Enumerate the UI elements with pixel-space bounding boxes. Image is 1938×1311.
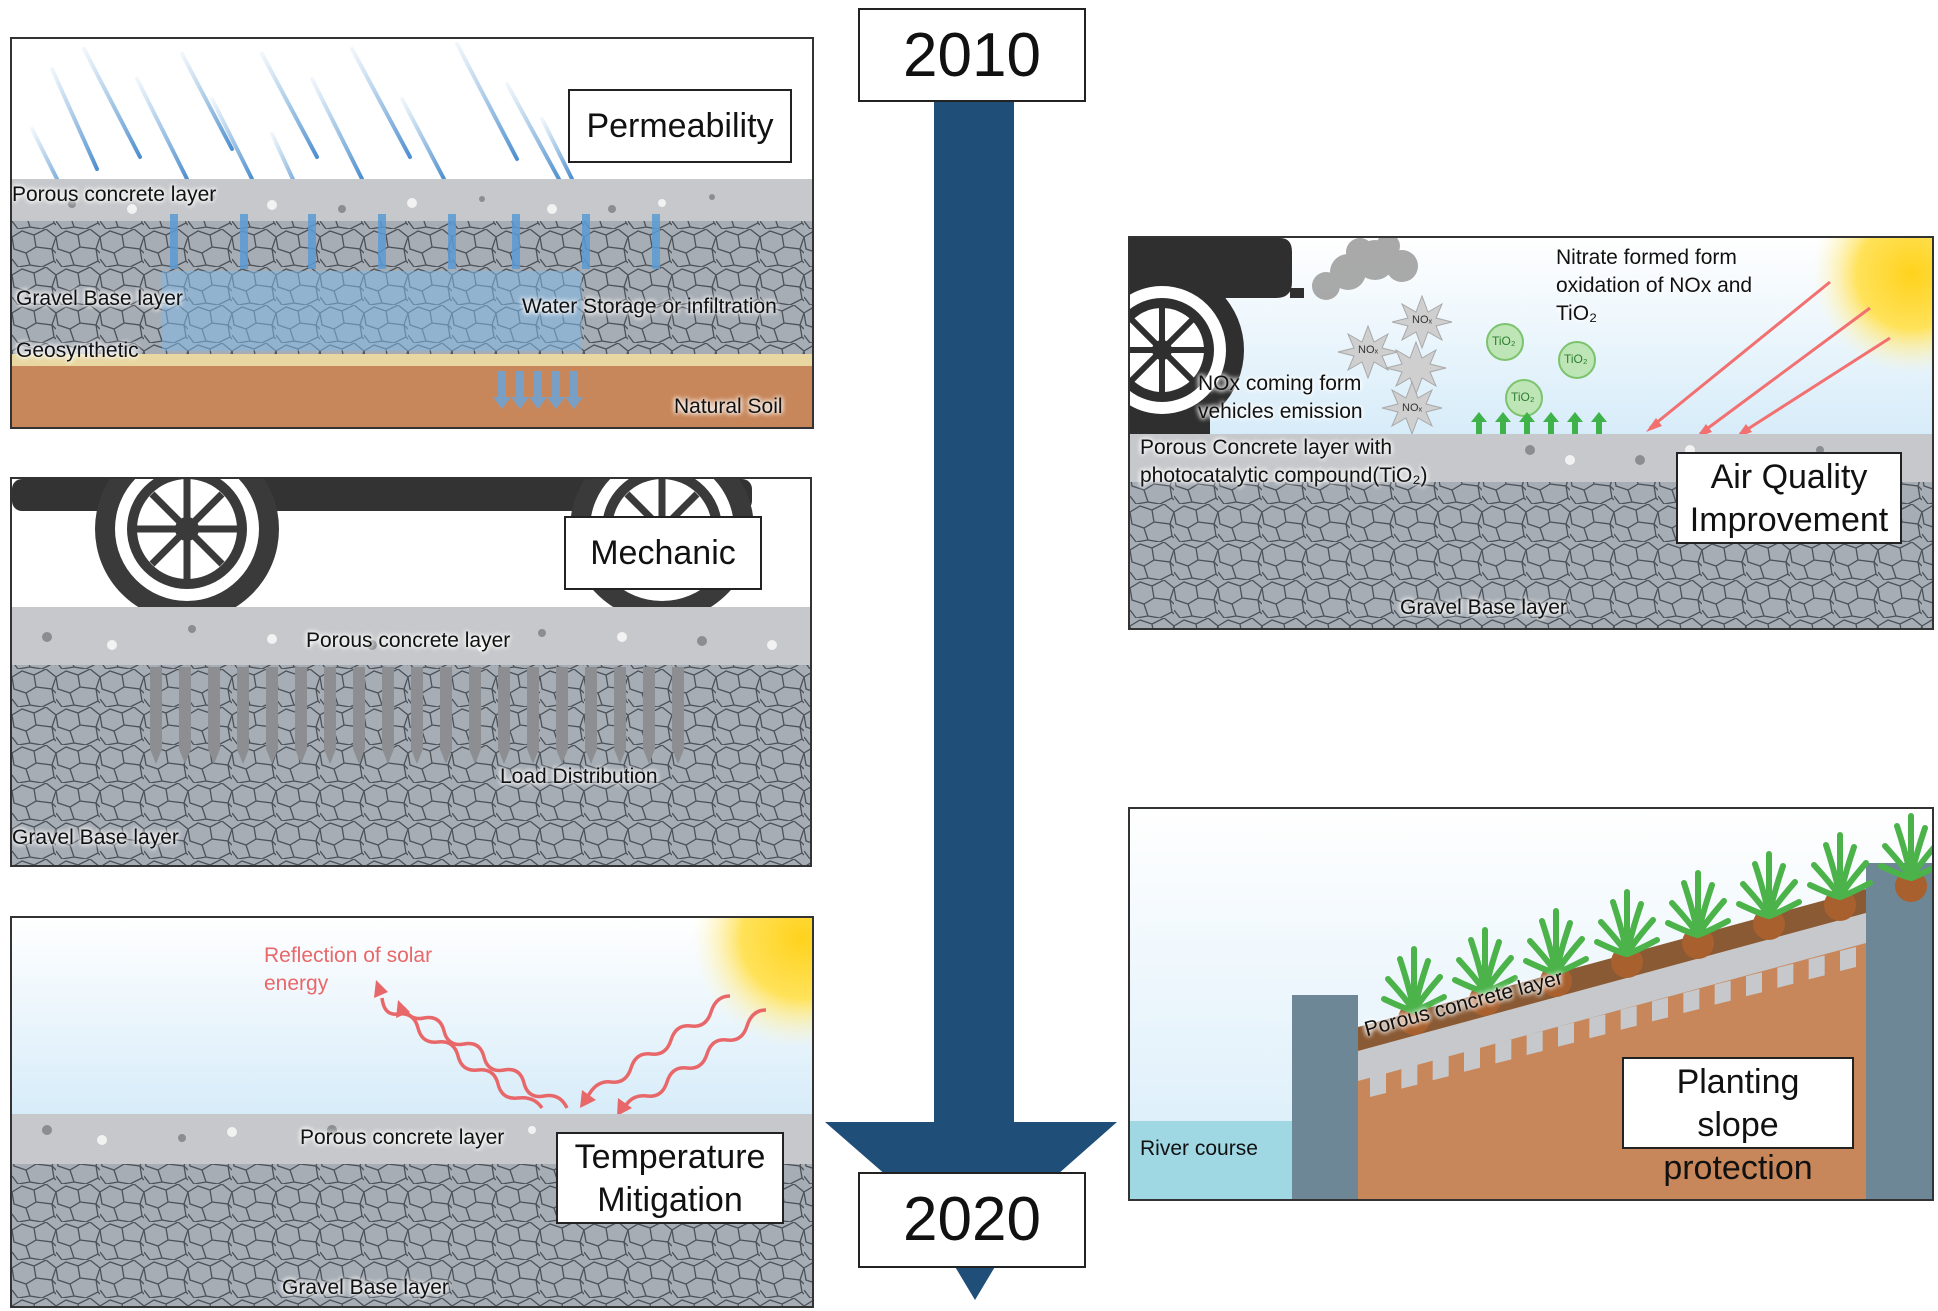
concrete-tooth — [1746, 972, 1762, 997]
load-spike — [556, 667, 568, 764]
mechanic-load-label: Load Distribution — [500, 765, 658, 788]
air-quality-title: Air Quality Improvement — [1676, 452, 1902, 544]
nox-particle-1: NOₓ — [1358, 344, 1379, 356]
mechanic-title-text: Mechanic — [590, 534, 736, 572]
permeability-water-label: Water Storage or infiltration — [522, 295, 777, 318]
load-spike — [411, 667, 423, 764]
load-spike — [614, 667, 626, 764]
mechanic-panel: Mechanic Porous concrete layer Load Dist… — [10, 477, 812, 867]
nox-label-line1: NOx coming form — [1198, 372, 1362, 395]
air-quality-panel: NOₓ NOₓ NOₓ TiO₂ TiO₂ TiO₂ Nitrate forme… — [1128, 236, 1934, 630]
permeability-gravel-label: Gravel Base layer — [16, 287, 183, 310]
load-spike — [324, 667, 336, 764]
concrete-tooth — [1495, 1039, 1512, 1064]
plant — [1665, 870, 1731, 959]
end-year: 2020 — [903, 1185, 1041, 1254]
load-spike — [382, 667, 394, 764]
permeability-soil-label: Natural Soil — [674, 395, 783, 418]
concrete-tooth — [1777, 963, 1794, 988]
load-spike — [179, 667, 191, 764]
nitrate-label-line1: Nitrate formed form — [1556, 246, 1737, 269]
reflection-label-line2: energy — [264, 972, 329, 995]
planting-title-line2: protection — [1663, 1149, 1813, 1187]
load-spike — [527, 667, 539, 764]
air-porous-label-line1: Porous Concrete layer with — [1140, 436, 1393, 459]
load-spike — [208, 667, 220, 764]
concrete-tooth — [1589, 1014, 1606, 1039]
reflection-label-line1: Reflection of solar — [264, 944, 433, 967]
end-year-box: 2020 — [858, 1172, 1086, 1268]
plant — [1878, 813, 1932, 902]
concrete-tooth — [1432, 1056, 1449, 1081]
permeability-title-text: Permeability — [586, 107, 774, 145]
load-spike — [266, 667, 278, 764]
plant — [1594, 889, 1660, 978]
concrete-tooth — [1558, 1022, 1574, 1047]
planting-panel: Porous concrete layer Planting slope pro… — [1128, 807, 1934, 1201]
permeability-title: Permeability — [568, 89, 792, 163]
start-year-box: 2010 — [858, 8, 1086, 102]
permeability-porous-label: Porous concrete layer — [12, 183, 217, 206]
concrete-tooth — [1683, 989, 1700, 1013]
air-quality-title-line1: Air Quality — [1710, 458, 1868, 496]
air-porous-label-line2: photocatalytic compound(TiO₂) — [1140, 464, 1428, 487]
air-quality-title-line2: Improvement — [1689, 501, 1889, 539]
load-spike — [498, 667, 510, 764]
tio2-particle-1: TiO₂ — [1492, 334, 1516, 348]
nox-label-line2: vehicles emission — [1198, 400, 1363, 423]
mechanic-title: Mechanic — [564, 516, 762, 590]
tio2-particle-3: TiO₂ — [1511, 390, 1535, 404]
nitrate-label-line3: TiO₂ — [1556, 302, 1598, 325]
concrete-tooth — [1464, 1047, 1480, 1072]
load-spike — [469, 667, 481, 764]
nox-particle-3: NOₓ — [1402, 402, 1423, 414]
temperature-gravel-label: Gravel Base layer — [282, 1276, 449, 1299]
load-spike — [295, 667, 307, 764]
river-course-label: River course — [1140, 1137, 1258, 1160]
concrete-tooth — [1808, 955, 1825, 980]
temperature-title-line1: Temperature — [574, 1138, 766, 1176]
load-spike — [237, 667, 249, 764]
plant — [1381, 946, 1447, 1035]
concrete-tooth — [1620, 1005, 1637, 1030]
mechanic-porous-label: Porous concrete layer — [306, 629, 511, 652]
temperature-panel: Reflection of solar energy Porous concre… — [10, 916, 814, 1308]
temperature-porous-label: Porous concrete layer — [300, 1126, 505, 1149]
nitrate-label-line2: oxidation of NOx and — [1556, 274, 1753, 297]
mechanic-gravel-label: Gravel Base layer — [12, 826, 179, 849]
start-year: 2010 — [903, 21, 1041, 90]
load-spike — [585, 667, 597, 764]
load-spike — [150, 667, 162, 764]
load-spike — [353, 667, 365, 764]
temperature-title-line2: Mitigation — [597, 1181, 743, 1219]
permeability-geosynthetic-label: Geosynthetic — [16, 339, 139, 362]
plant — [1736, 851, 1802, 940]
load-spike — [643, 667, 655, 764]
concrete-tooth — [1401, 1064, 1418, 1089]
concrete-tooth — [1840, 947, 1856, 971]
air-gravel-label: Gravel Base layer — [1400, 596, 1567, 619]
planting-title: Planting slope protection — [1622, 1057, 1854, 1187]
plant — [1523, 908, 1589, 997]
planting-title-line1: Planting slope — [1676, 1063, 1800, 1144]
concrete-tooth — [1526, 1031, 1543, 1055]
permeability-panel: Permeability Porous concrete layer Grave… — [10, 37, 814, 429]
load-spike — [440, 667, 452, 764]
tio2-particle-2: TiO₂ — [1564, 352, 1588, 366]
concrete-tooth — [1652, 997, 1668, 1022]
plant — [1452, 927, 1518, 1016]
car-wheel-left — [95, 479, 279, 621]
plant — [1807, 832, 1873, 921]
load-spike — [672, 667, 684, 764]
nox-particle-2: NOₓ — [1412, 314, 1433, 326]
temperature-title: Temperature Mitigation — [556, 1132, 784, 1224]
concrete-tooth — [1714, 980, 1731, 1005]
concrete-tooth — [1370, 1073, 1386, 1097]
